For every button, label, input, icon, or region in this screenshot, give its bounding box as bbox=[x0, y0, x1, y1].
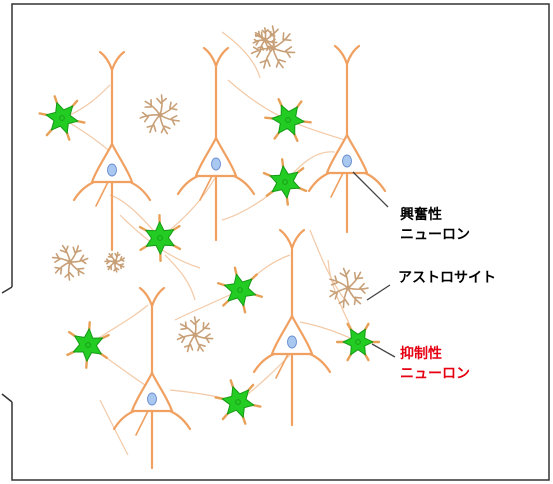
neurite-fibers bbox=[61, 31, 359, 456]
inhibitory-soma bbox=[145, 221, 175, 255]
astrocyte bbox=[104, 251, 126, 273]
astrocyte-label-text: アストロサイト bbox=[398, 270, 496, 286]
neurite-fiber bbox=[309, 229, 346, 301]
inhibitory-soma bbox=[221, 386, 255, 418]
label-leaders bbox=[352, 171, 396, 358]
excitatory-leader-line bbox=[352, 171, 389, 208]
excitatory-nucleus bbox=[287, 335, 297, 349]
excitatory-nucleus bbox=[147, 392, 157, 406]
excitatory-neuron bbox=[72, 50, 152, 252]
excitatory-label-line2: ニューロン bbox=[400, 227, 470, 243]
excitatory-neuron-group bbox=[72, 44, 387, 470]
excitatory-soma bbox=[130, 371, 174, 413]
excitatory-neuron bbox=[176, 46, 256, 242]
excitatory-soma bbox=[325, 133, 369, 175]
diagram-frame bbox=[1, 3, 550, 481]
excitatory-nucleus bbox=[342, 154, 352, 168]
excitatory-neuron bbox=[112, 286, 192, 470]
astrocyte-leader-line bbox=[366, 284, 391, 301]
neurite-fiber bbox=[221, 31, 261, 79]
excitatory-soma bbox=[270, 314, 314, 356]
inhibitory-neuron bbox=[66, 321, 110, 369]
inhibitory-soma bbox=[224, 273, 256, 307]
excitatory-neuron bbox=[307, 44, 387, 234]
inhibitory-neuron bbox=[38, 95, 86, 141]
inhibitory-neuron bbox=[217, 266, 263, 314]
inhibitory-soma bbox=[45, 102, 79, 134]
excitatory-label-line1: 興奮性 bbox=[400, 207, 442, 223]
excitatory-neuron bbox=[252, 228, 332, 427]
inhibitory-soma bbox=[72, 328, 104, 362]
astrocyte bbox=[176, 316, 214, 353]
inhibitory-neuron-group bbox=[38, 95, 381, 425]
inhibitory-neuron-label: 抑制性 ニューロン bbox=[400, 344, 470, 384]
inhibitory-soma bbox=[271, 104, 305, 136]
neurite-fiber bbox=[164, 254, 196, 301]
excitatory-nucleus bbox=[107, 163, 117, 177]
astrocyte bbox=[51, 244, 89, 281]
inhibitory-neuron bbox=[138, 214, 182, 262]
astrocyte bbox=[252, 27, 278, 52]
excitatory-soma bbox=[194, 136, 238, 178]
excitatory-neuron-label: 興奮性 ニューロン bbox=[400, 205, 470, 245]
inhibitory-label-line2: ニューロン bbox=[400, 366, 470, 382]
inhibitory-neuron bbox=[262, 158, 308, 206]
excitatory-soma bbox=[90, 142, 134, 184]
inhibitory-label-line1: 抑制性 bbox=[400, 346, 442, 362]
inhibitory-neuron bbox=[264, 98, 312, 142]
inhibitory-neuron bbox=[214, 379, 262, 425]
astrocyte-group bbox=[51, 25, 369, 353]
inhibitory-neuron bbox=[335, 322, 381, 362]
excitatory-nucleus bbox=[211, 157, 221, 171]
inhibitory-leader-line bbox=[371, 343, 396, 358]
astrocyte bbox=[329, 267, 369, 309]
astrocyte-label: アストロサイト bbox=[398, 268, 496, 288]
astrocyte bbox=[139, 94, 180, 135]
inhibitory-soma bbox=[342, 328, 374, 356]
inhibitory-soma bbox=[269, 165, 301, 199]
